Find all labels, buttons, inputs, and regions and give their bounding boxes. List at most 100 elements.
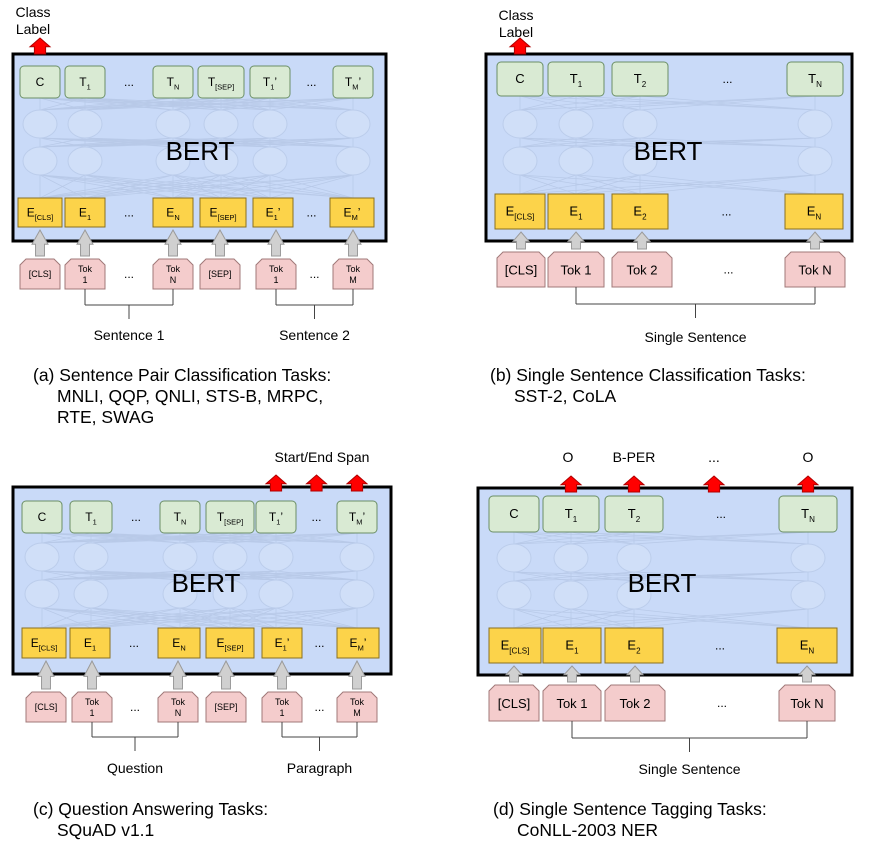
hidden-node — [790, 543, 826, 573]
output-box — [159, 500, 201, 534]
group-label: Sentence 1 — [94, 327, 165, 343]
token-label: Tok 1 — [560, 263, 591, 278]
output-arrow — [28, 37, 52, 55]
token-box — [205, 691, 247, 723]
token-box — [332, 258, 374, 290]
token-ellipsis: ... — [124, 267, 134, 281]
embedding-label: EM’ — [344, 206, 361, 223]
group-label: Single Sentence — [645, 329, 747, 345]
output-arrow — [345, 474, 369, 492]
output-box — [255, 500, 297, 534]
token-box — [64, 258, 106, 290]
token-label: 1 — [82, 275, 87, 285]
token-label: [CLS] — [505, 263, 538, 278]
output-box — [547, 61, 605, 97]
hidden-node — [73, 579, 109, 609]
caption-line: (b) Single Sentence Classification Tasks… — [490, 365, 806, 385]
embedding-box — [205, 627, 255, 659]
embedding-label: E1 — [79, 206, 91, 223]
input-arrow — [632, 231, 652, 250]
output-label: TM’ — [345, 75, 361, 92]
token-label: [CLS] — [498, 696, 531, 711]
output-tag: O — [803, 449, 814, 465]
embedding-label: E2 — [627, 638, 641, 656]
hidden-node — [339, 579, 375, 609]
output-label: C — [36, 75, 45, 89]
token-label: [CLS] — [35, 702, 58, 712]
embedding-box — [604, 627, 664, 664]
output-box — [205, 500, 255, 534]
output-label: T2 — [634, 71, 647, 89]
group-label: Sentence 2 — [279, 327, 350, 343]
token-label: M — [349, 275, 357, 285]
top-label: Start/End Span — [275, 449, 370, 465]
embedding-label: E1’ — [275, 636, 290, 653]
hidden-node — [67, 109, 103, 139]
transformer-layers — [24, 532, 375, 629]
output-label: T2 — [628, 506, 641, 524]
output-arrow — [622, 475, 646, 493]
output-label: T1’ — [269, 510, 283, 527]
token-label: [SEP] — [208, 269, 231, 279]
output-label: T[SEP] — [208, 75, 234, 92]
input-arrow — [511, 231, 531, 250]
hidden-node — [24, 542, 60, 572]
embedding-box — [21, 627, 67, 659]
embedding-label: EN — [166, 206, 179, 223]
caption-line: (d) Single Sentence Tagging Tasks: — [493, 799, 767, 819]
group-label: Single Sentence — [639, 761, 741, 777]
bert-label: BERT — [634, 136, 703, 166]
hidden-node — [203, 109, 239, 139]
output-label: C — [515, 71, 524, 86]
token-label: Tok — [275, 697, 290, 707]
token-box — [496, 251, 546, 288]
input-arrow — [504, 665, 524, 683]
output-ellipsis: ... — [716, 507, 726, 521]
hidden-node — [203, 146, 239, 176]
output-label: TN — [801, 506, 815, 524]
output-arrow — [702, 475, 726, 493]
embedding-label: EM’ — [350, 636, 367, 653]
input-arrow — [348, 659, 366, 690]
hidden-node — [155, 109, 191, 139]
hidden-node — [212, 579, 248, 609]
hidden-node — [558, 109, 594, 139]
embedding-label: E[CLS] — [506, 204, 535, 222]
output-box — [611, 61, 669, 97]
token-label: M — [353, 708, 361, 718]
token-label: Tok 1 — [556, 696, 587, 711]
embedding-box — [69, 627, 111, 659]
top-label: Label — [16, 21, 50, 37]
caption-line: CoNLL-2003 NER — [517, 820, 658, 840]
hidden-node — [553, 580, 589, 610]
output-tag: ... — [708, 449, 720, 465]
embedding-box — [784, 193, 844, 230]
embedding-label: E[SEP] — [209, 206, 236, 223]
output-label: T1 — [85, 510, 96, 527]
token-label: 1 — [279, 708, 284, 718]
caption-line: SQuAD v1.1 — [57, 820, 154, 840]
output-tag: O — [563, 449, 574, 465]
group-label: Question — [107, 760, 163, 776]
output-arrow — [264, 474, 288, 492]
embedding-box — [547, 193, 605, 230]
output-ellipsis: ... — [311, 510, 321, 524]
output-box — [542, 495, 600, 533]
hidden-node — [616, 543, 652, 573]
output-box — [496, 61, 544, 97]
output-box — [604, 495, 664, 533]
token-ellipsis: ... — [309, 267, 319, 281]
token-label: Tok — [350, 697, 365, 707]
token-label: Tok N — [790, 696, 823, 711]
output-ellipsis: ... — [131, 510, 141, 524]
token-ellipsis: ... — [717, 696, 727, 710]
token-label: N — [170, 275, 177, 285]
token-box — [71, 691, 113, 723]
caption-line: (c) Question Answering Tasks: — [33, 799, 268, 819]
embedding-box — [488, 627, 542, 664]
input-arrow — [76, 228, 94, 257]
token-box — [336, 691, 378, 723]
embedding-ellipsis: ... — [129, 636, 139, 650]
